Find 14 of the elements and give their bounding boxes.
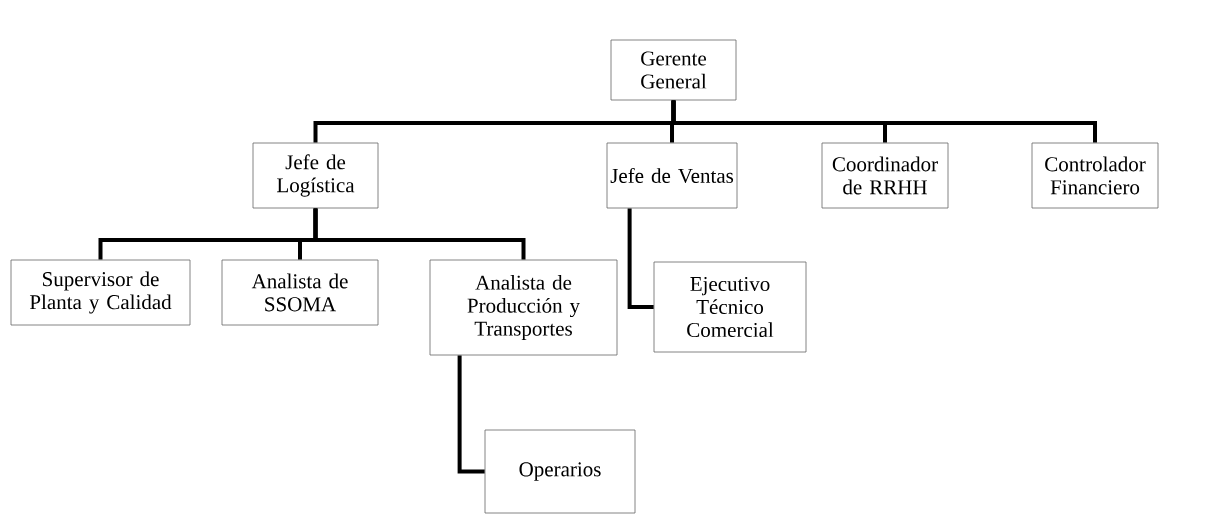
org-box: Supervisor de Planta y Calidad [10, 259, 191, 326]
connector-line [627, 208, 654, 309]
org-box: Gerente General [610, 39, 737, 101]
org-box: Operarios [484, 429, 636, 514]
org-box: Coordinador de RRHH [821, 142, 949, 209]
org-box: Analista de SSOMA [221, 259, 379, 326]
connector-line [313, 208, 526, 260]
connector-line [671, 100, 1097, 143]
org-box: Jefe de Ventas [606, 142, 738, 209]
org-box: Ejecutivo Técnico Comercial [653, 261, 807, 353]
org-box: Jefe de Logística [252, 142, 379, 209]
org-box: Controlador Financiero [1031, 142, 1159, 209]
connector-line [457, 355, 485, 474]
org-box: Analista de Producción y Transportes [429, 259, 618, 356]
